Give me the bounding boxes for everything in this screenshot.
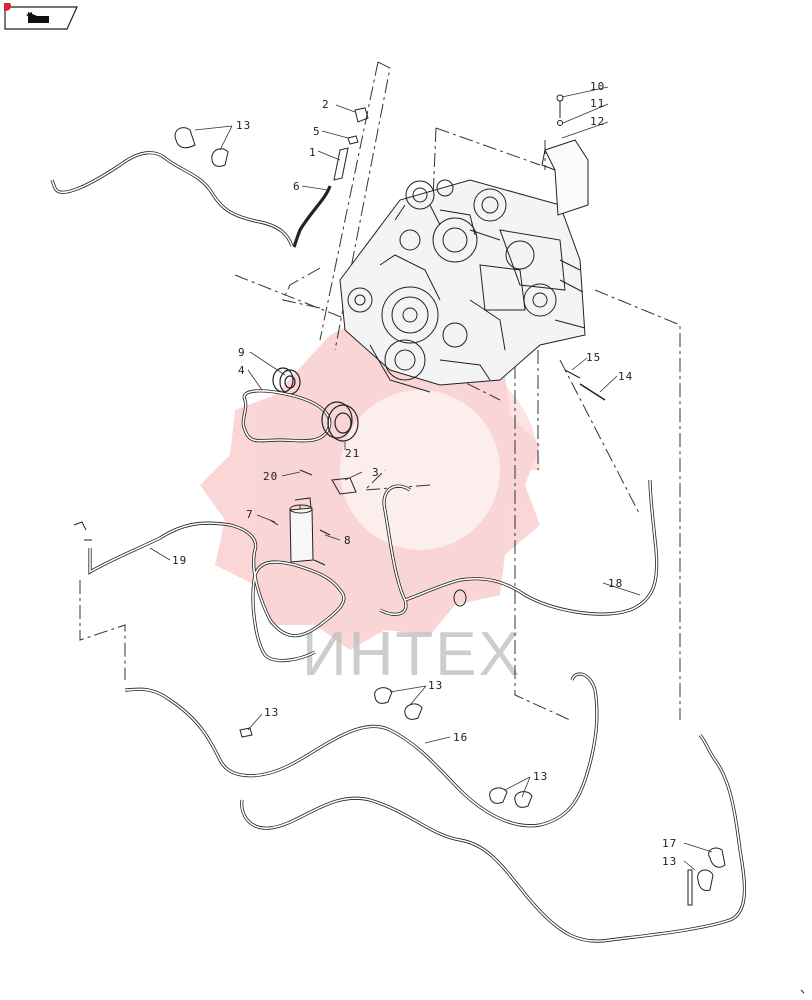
return-nav-badge[interactable] [1, 1, 78, 31]
callout-13-right[interactable]: 13 [533, 770, 548, 783]
callout-15[interactable]: 15 [586, 351, 601, 364]
callout-11[interactable]: 11 [590, 97, 605, 110]
leader-lines [149, 86, 713, 871]
compressor-pulley-21[interactable] [321, 401, 359, 442]
hose-center[interactable] [379, 479, 659, 616]
callout-13-upper[interactable]: 13 [236, 119, 251, 132]
callout-14[interactable]: 14 [618, 370, 633, 383]
badge-dot [1, 1, 11, 11]
callout-21[interactable]: 21 [345, 447, 360, 460]
callout-6[interactable]: 6 [293, 180, 301, 193]
callout-13-bottom[interactable]: 13 [662, 855, 677, 868]
fitting-stack[interactable] [292, 107, 369, 248]
callout-1[interactable]: 1 [309, 146, 317, 159]
upper-hose[interactable] [50, 127, 294, 247]
callout-labels: 2 5 1 6 13 10 11 12 9 4 15 14 21 20 3 7 … [172, 80, 677, 868]
engine-assembly[interactable] [339, 179, 586, 393]
receiver-drier[interactable] [269, 469, 357, 566]
hose-16[interactable] [124, 672, 599, 828]
callout-16[interactable]: 16 [453, 731, 468, 744]
corner-mark [800, 989, 805, 994]
callout-5[interactable]: 5 [313, 125, 321, 138]
callout-3[interactable]: 3 [372, 466, 380, 479]
return-arrow-icon [26, 12, 49, 23]
callout-7[interactable]: 7 [246, 508, 254, 521]
bracket-12[interactable] [541, 94, 589, 216]
belt-4[interactable] [241, 389, 332, 443]
hose-19[interactable] [73, 521, 346, 663]
callout-12[interactable]: 12 [590, 115, 605, 128]
callout-8[interactable]: 8 [344, 534, 352, 547]
bolt-14-15[interactable] [564, 369, 606, 401]
callout-18[interactable]: 18 [608, 577, 623, 590]
lower-hose[interactable] [240, 733, 746, 943]
callout-10[interactable]: 10 [590, 80, 605, 93]
callout-2[interactable]: 2 [322, 98, 330, 111]
callout-9[interactable]: 9 [238, 346, 246, 359]
callout-13-left[interactable]: 13 [264, 706, 279, 719]
callout-13-mid[interactable]: 13 [428, 679, 443, 692]
callout-20[interactable]: 20 [263, 470, 278, 483]
callout-19[interactable]: 19 [172, 554, 187, 567]
watermark-text: ИНТЕХ [302, 620, 522, 689]
callout-17[interactable]: 17 [662, 837, 677, 850]
callout-4[interactable]: 4 [238, 364, 246, 377]
